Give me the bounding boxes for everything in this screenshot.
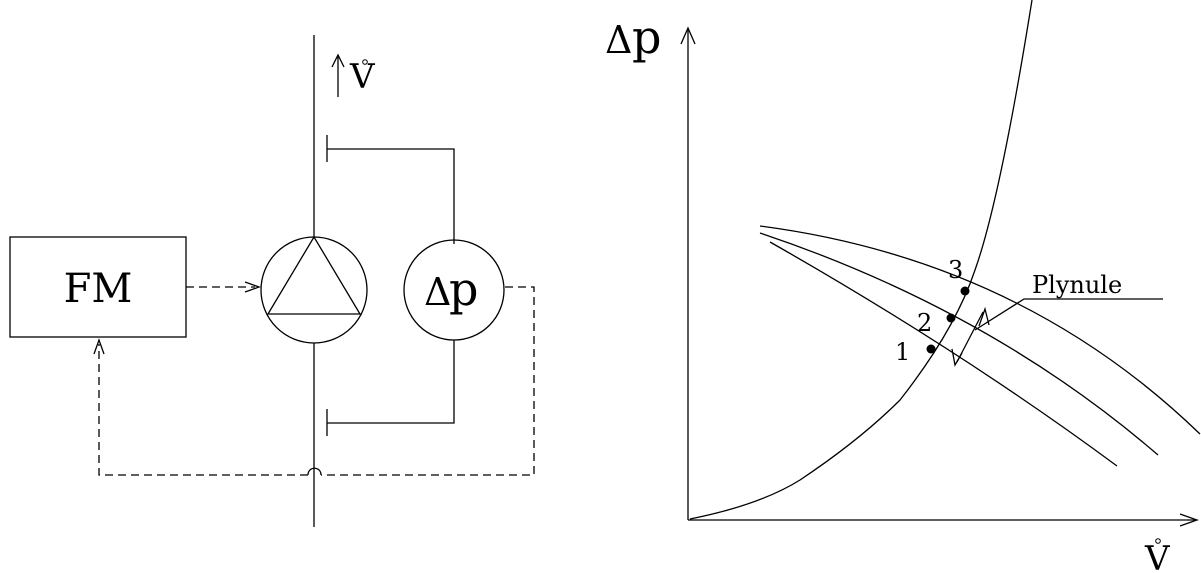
flow-dot-icon (362, 59, 368, 65)
y-axis-label-letter: p (632, 10, 661, 64)
annotation-plynule: Plynule (1032, 271, 1122, 299)
graph: Δ p V Plynule 1 2 3 (605, 0, 1201, 573)
pump-symbol-icon (260, 235, 368, 344)
operating-point-2 (946, 313, 956, 323)
pressure-tap-upper (326, 135, 455, 244)
schematic: V Δ p FM (9, 35, 535, 527)
operating-point-label-1: 1 (895, 338, 910, 366)
control-signal-to-pump (186, 281, 261, 293)
variable-speed-arrow-icon (951, 306, 990, 367)
annotation-leader (974, 298, 1163, 331)
x-axis (688, 513, 1199, 527)
dp-sensor: Δ p (403, 239, 505, 341)
flow-arrow-icon (331, 53, 345, 97)
x-axis-label: V (1144, 539, 1171, 573)
y-axis (680, 26, 696, 520)
fm-box: FM (9, 236, 187, 338)
pump-curve-1 (769, 241, 1118, 467)
feedback-signal-loop (93, 286, 535, 476)
flow-label-v: V (349, 57, 376, 97)
dp-sensor-letter: p (449, 262, 478, 316)
operating-point-label-3: 3 (948, 256, 963, 284)
dp-sensor-symbol: Δ (424, 270, 451, 314)
fm-label: FM (64, 266, 133, 312)
y-axis-label-symbol: Δ (605, 18, 632, 62)
x-axis-dot-icon (1155, 538, 1161, 544)
operating-point-3 (960, 286, 970, 296)
pump-curve-3 (759, 225, 1201, 435)
operating-point-1 (926, 344, 936, 354)
operating-point-label-2: 2 (917, 309, 932, 337)
system-curve (689, 0, 1033, 520)
pressure-tap-lower (326, 340, 455, 436)
